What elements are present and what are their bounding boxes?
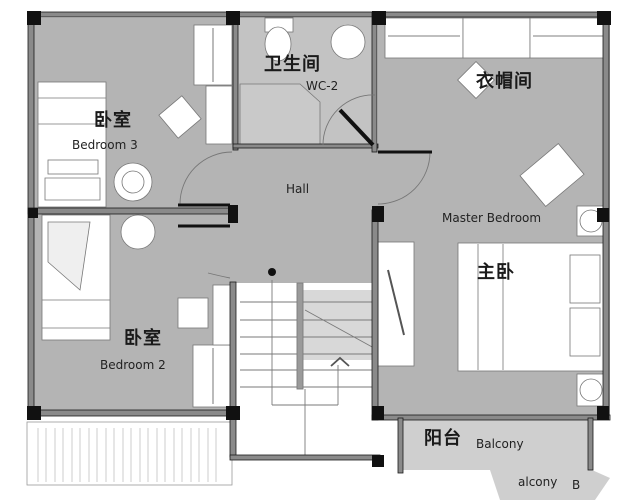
furniture <box>37 17 609 408</box>
shower-tray <box>239 83 321 147</box>
balcony-label-zh: 阳台 <box>424 428 462 449</box>
bedroom3-label-en: Bedroom 3 <box>72 138 138 152</box>
master-bedroom-label-zh: 主卧 <box>477 262 515 283</box>
bedroom3-chair <box>158 95 202 139</box>
bedroom3-door-swing <box>179 151 233 205</box>
bedroom3-label-zh: 卧室 <box>94 110 132 131</box>
balcony-grille <box>26 421 233 486</box>
wc-sink <box>330 24 366 60</box>
column-dot <box>268 268 276 276</box>
bedroom2-label-en: Bedroom 2 <box>100 358 166 372</box>
master-bedroom-label-en: Master Bedroom <box>442 211 542 225</box>
columns <box>27 11 611 467</box>
doors <box>178 94 432 279</box>
up-arrow-icon <box>330 356 350 367</box>
cloakroom-ottoman <box>457 61 495 99</box>
bedroom3-stool <box>113 162 153 202</box>
bedroom2-basin <box>120 214 156 250</box>
balcony-floor <box>400 418 610 500</box>
balcony-fragment-prefix: B <box>572 478 581 492</box>
bedroom2-wardrobe <box>192 344 232 408</box>
master-lounge-chair <box>519 143 585 207</box>
hall-label: Hall <box>286 182 310 196</box>
master-door-swing <box>377 151 431 205</box>
cloakroom-label-zh: 衣帽间 <box>476 71 533 92</box>
balcony-fragment-label: alcony <box>518 475 558 489</box>
master-bed <box>457 242 609 372</box>
wc-door-swing <box>322 94 376 146</box>
bedroom2-label-zh: 卧室 <box>124 328 162 349</box>
cloakroom-wardrobe-left <box>384 17 464 59</box>
bedroom2-stool <box>177 297 209 329</box>
cloakroom-wardrobe-right <box>529 17 609 59</box>
wc2-label-zh: 卫生间 <box>264 54 321 75</box>
cloakroom-wardrobe-mid <box>462 17 531 59</box>
wc-door-leaf <box>338 108 375 147</box>
staircase <box>240 268 375 455</box>
balcony-label-en: Balcony <box>476 437 524 451</box>
wc2-label-en: WC-2 <box>306 79 339 93</box>
